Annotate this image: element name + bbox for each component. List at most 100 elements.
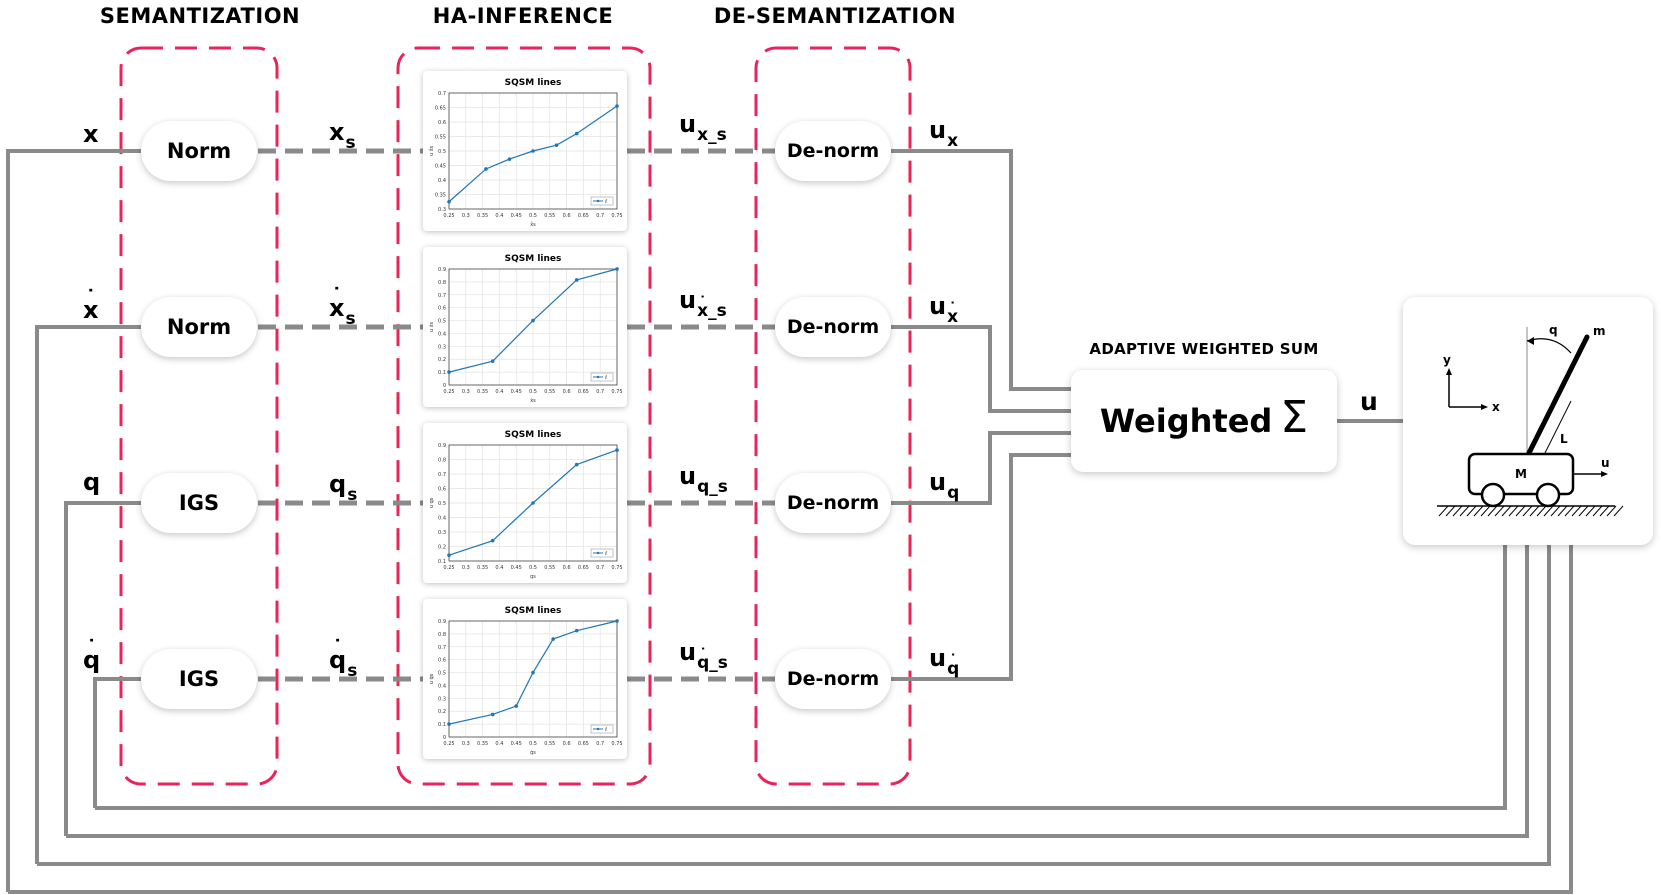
- plot-x-axis-label: x̃s: [530, 222, 536, 228]
- plot-series-point: [574, 462, 579, 467]
- plot-x-tick-label: 0.7: [596, 389, 604, 395]
- plant-length-l: L: [1560, 432, 1568, 446]
- plot-series-point: [531, 670, 535, 675]
- norm-block-x-dot: Norm: [141, 297, 257, 357]
- plot-series-point: [531, 318, 535, 323]
- semantic-output-u-x-dot-s: u˙x_s: [679, 286, 727, 321]
- ground-hatch-line: [1522, 505, 1533, 517]
- ground-hatch-line: [1480, 505, 1491, 517]
- semantic-label-x-dot-s: ˙xs: [329, 285, 356, 329]
- plot-series-point: [615, 267, 619, 271]
- plot-y-tick-label: 0.2: [438, 545, 446, 551]
- plot-y-tick-label: 0.9: [438, 619, 446, 625]
- plot-y-tick-label: 0.8: [438, 632, 446, 638]
- plot-series-point: [531, 149, 535, 153]
- section-title-de-semantization: DE-SEMANTIZATION: [713, 4, 957, 28]
- plot-series-point: [574, 628, 579, 633]
- plot-y-tick-label: 0: [443, 735, 446, 741]
- cart-pole-plant: y x q m L M u: [1403, 297, 1653, 545]
- adaptive-weighted-sum-title: ADAPTIVE WEIGHTED SUM: [1089, 340, 1319, 358]
- plot-y-axis-label: u q̇s: [429, 673, 435, 684]
- denorm-block-2: De-norm: [775, 297, 891, 357]
- input-label-x-dot: ˙x: [83, 287, 99, 324]
- plot-series-point: [574, 131, 579, 136]
- feedback-return-wire-0: [8, 545, 1573, 894]
- ground-hatch-line: [1557, 505, 1568, 517]
- plot-series-point: [490, 538, 495, 543]
- plot-title: SQSM lines: [505, 78, 562, 88]
- plot-x-tick-label: 0.45: [511, 741, 522, 747]
- plot-y-axis-label: u x̃s: [429, 145, 435, 156]
- plot-x-tick-label: 0.25: [443, 565, 454, 571]
- plot-x-tick-label: 0.5: [529, 565, 537, 571]
- plot-legend-marker: [596, 727, 600, 731]
- feedback-return-wire-1: [37, 545, 1551, 866]
- cart-pole-icon: y x q m L M u: [1437, 323, 1624, 517]
- plot-y-tick-label: 0.7: [438, 472, 446, 478]
- plot-title: SQSM lines: [505, 254, 562, 264]
- ground-hatch-line: [1438, 505, 1449, 517]
- plot-y-tick-label: 0.8: [438, 280, 446, 286]
- semantic-label-qs: qs: [329, 470, 358, 505]
- plot-x-tick-label: 0.75: [611, 565, 622, 571]
- plot-y-tick-label: 0.2: [438, 357, 446, 363]
- plot-y-tick-label: 0.8: [438, 458, 446, 464]
- plot-x-tick-label: 0.75: [611, 389, 622, 395]
- plot-x-tick-label: 0.65: [578, 213, 589, 219]
- plot-x-tick-label: 0.25: [443, 213, 454, 219]
- ground-hatch-line: [1466, 505, 1477, 517]
- plot-y-tick-label: 0.6: [438, 658, 446, 664]
- plot-y-tick-label: 0.1: [438, 370, 446, 376]
- denorm-block-1: De-norm: [775, 121, 891, 181]
- plot-x-tick-label: 0.5: [529, 213, 537, 219]
- ground-hatch-line: [1613, 505, 1624, 517]
- plot-series-point: [507, 157, 512, 161]
- plot-y-tick-label: 0.35: [435, 193, 446, 199]
- plot-y-tick-label: 0.3: [438, 207, 446, 213]
- plot-x-tick-label: 0.4: [495, 389, 503, 395]
- ground-hatch-line: [1606, 505, 1617, 517]
- feedback-return-wire-2: [66, 545, 1529, 838]
- plot-y-tick-label: 0.6: [438, 487, 446, 493]
- plot-x-tick-label: 0.7: [596, 741, 604, 747]
- plot-x-tick-label: 0.45: [511, 389, 522, 395]
- input-label-x: x: [83, 120, 99, 148]
- feedback-input-wire-2: [64, 501, 141, 836]
- ground-hatch-line: [1599, 505, 1610, 517]
- plot-x-tick-label: 0.65: [578, 565, 589, 571]
- plot-y-tick-label: 0.2: [438, 709, 446, 715]
- plot-y-tick-label: 0.4: [438, 516, 446, 522]
- plot-x-tick-label: 0.35: [477, 741, 488, 747]
- plant-axis-y: y: [1443, 353, 1451, 367]
- plot-x-axis-label: ẋs: [530, 398, 536, 404]
- output-to-sum-wire-3: [891, 453, 1071, 681]
- section-title-semantization: SEMANTIZATION: [99, 4, 301, 28]
- plot-x-tick-label: 0.6: [563, 213, 571, 219]
- plot-series-point: [574, 278, 579, 282]
- plot-x-tick-label: 0.4: [495, 741, 503, 747]
- plot-x-tick-label: 0.35: [477, 565, 488, 571]
- plot-x-tick-label: 0.65: [578, 741, 589, 747]
- plot-series-point: [490, 712, 495, 717]
- output-label-uq-dot: u˙q: [929, 644, 960, 679]
- feedback-return-wire-3: [95, 545, 1507, 810]
- plot-legend-marker: [596, 375, 600, 379]
- plot-series-point: [490, 359, 495, 363]
- plot-x-tick-label: 0.55: [544, 565, 555, 571]
- feedback-input-wire-1: [35, 325, 141, 864]
- plant-axis-x: x: [1492, 400, 1500, 414]
- plant-mass-cart-m: M: [1515, 467, 1527, 481]
- plot-y-axis-label: u ẋs: [429, 321, 435, 332]
- plot-y-tick-label: 0.1: [438, 559, 446, 565]
- plot-series-point: [615, 448, 619, 452]
- plant-mass-m: m: [1593, 324, 1606, 338]
- plot-series-point: [615, 104, 619, 108]
- plot-y-tick-label: 0.3: [438, 530, 446, 536]
- plot-x-tick-label: 0.4: [495, 565, 503, 571]
- input-label-q-dot: ˙q: [83, 637, 101, 674]
